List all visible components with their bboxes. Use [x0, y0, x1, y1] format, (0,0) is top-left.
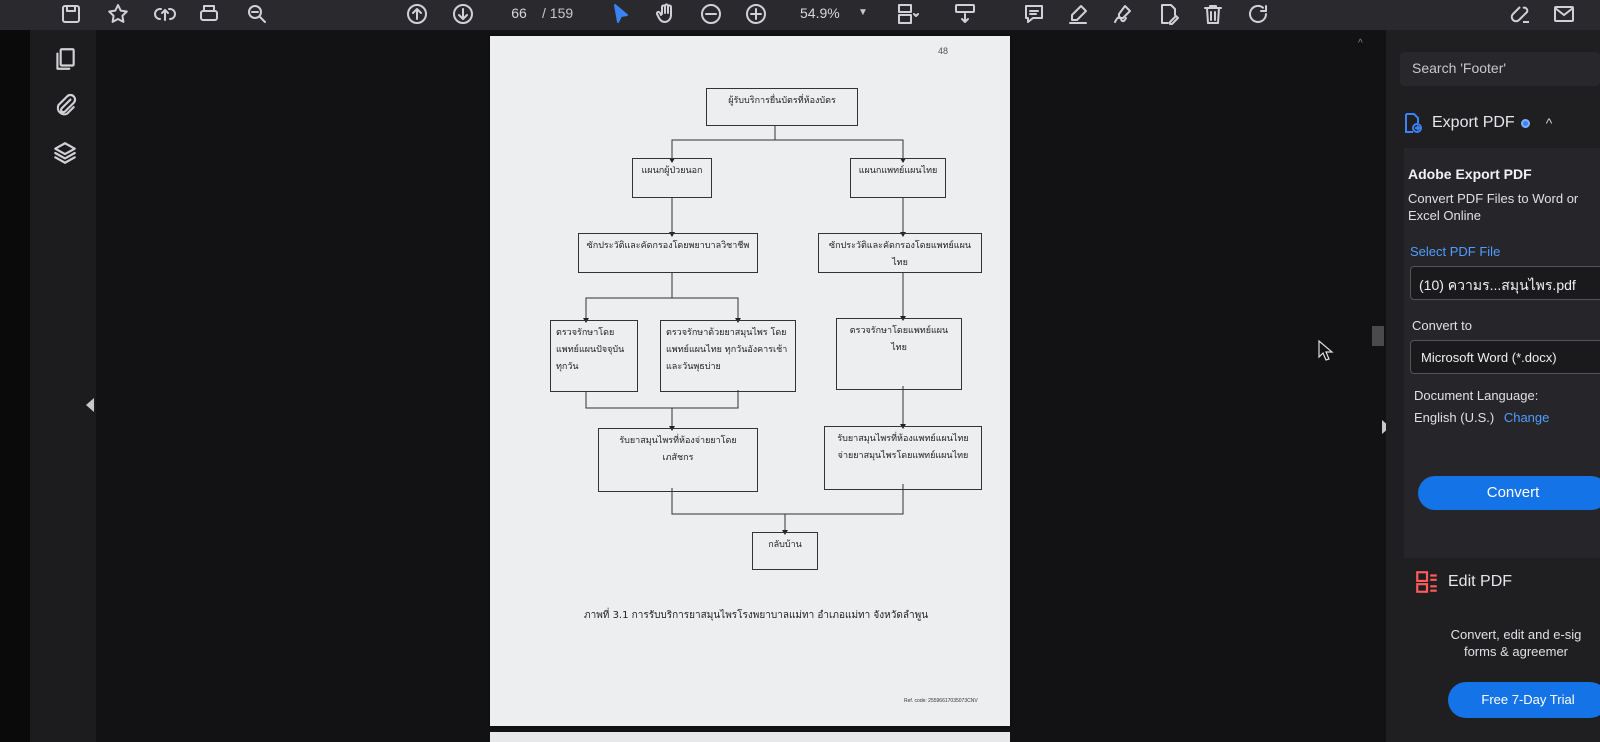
pdf-page: 48 [490, 36, 1010, 726]
collapse-chevron-icon[interactable]: ^ [1545, 115, 1553, 131]
next-pdf-page [490, 732, 1010, 742]
mail-icon[interactable] [1552, 2, 1578, 28]
zoom-in-icon[interactable] [741, 1, 771, 27]
document-language-label: Document Language: [1414, 388, 1539, 403]
flow-box-thai-dispense: รับยาสมุนไพรที่ห้องแพทย์แผนไทย จ่ายยาสมุ… [824, 426, 982, 490]
hand-icon[interactable] [651, 1, 681, 27]
flow-box-nurse-screening: ซักประวัติและคัดกรองโดยพยาบาลวิชาชีพ [578, 233, 758, 273]
selected-file-field[interactable]: (10) ความร...สมุนไพร.pdf [1410, 266, 1600, 300]
edit-pdf-header[interactable]: Edit PDF [1414, 568, 1512, 596]
edit-pdf-description: Convert, edit and e-sig forms & agreemer [1426, 626, 1600, 660]
print-icon[interactable] [194, 1, 224, 27]
export-pdf-card: Adobe Export PDF Convert PDF Files to Wo… [1404, 148, 1600, 558]
flow-box-registration: ผู้รับบริการยื่นบัตรที่ห้องบัตร [706, 88, 858, 126]
edit-desc-line-2: forms & agreemer [1463, 644, 1569, 659]
sign-icon[interactable] [1108, 1, 1138, 27]
attach-sign-icon[interactable] [1508, 2, 1534, 28]
figure-caption: ภาพที่ 3.1 การรับบริการยาสมุนไพรโรงพยาบา… [584, 610, 929, 621]
highlight-icon[interactable] [1063, 1, 1093, 27]
top-toolbar: 66 / 159 54.9% ▼ [0, 0, 1600, 30]
flow-box-pharmacy: รับยาสมุนไพรที่ห้องจ่ายยาโดยเภสัชกร [598, 428, 758, 492]
select-pdf-file-link[interactable]: Select PDF File [1410, 244, 1501, 259]
page-down-icon[interactable] [448, 1, 478, 27]
export-card-title: Adobe Export PDF [1408, 166, 1532, 182]
convert-to-label: Convert to [1412, 318, 1472, 333]
change-language-link[interactable]: Change [1503, 410, 1550, 425]
export-card-description: Convert PDF Files to Word or Excel Onlin… [1408, 191, 1579, 223]
edit-pdf-title: Edit PDF [1448, 573, 1513, 590]
save-icon[interactable] [56, 1, 86, 27]
page-up-icon[interactable] [402, 1, 432, 27]
export-pdf-title: Export PDF [1432, 114, 1515, 131]
scroll-mode-icon[interactable] [950, 1, 980, 27]
export-pdf-icon [1405, 113, 1422, 133]
share-icon[interactable] [150, 1, 180, 27]
left-panel-collapse-icon[interactable] [86, 398, 94, 412]
flow-box-go-home: กลับบ้าน [752, 532, 818, 570]
rotate-icon[interactable] [1243, 1, 1273, 27]
ref-code-footer: Ref. code: 25596617035073CNV [904, 698, 978, 704]
new-badge-icon [1520, 118, 1530, 128]
select-cursor-icon[interactable] [606, 1, 636, 27]
scroll-up-icon[interactable]: ^ [1358, 38, 1363, 49]
flow-box-thai-screening: ซักประวัติและคัดกรองโดยแพทย์แผนไทย [818, 233, 982, 273]
flow-box-herbal-exam: ตรวจรักษาด้วยยาสมุนไพร โดยแพทย์แผนไทย ทุ… [660, 320, 796, 392]
fit-page-icon[interactable] [892, 1, 922, 27]
zoom-search-icon[interactable] [242, 1, 272, 27]
page-number-label: 48 [938, 46, 949, 56]
format-select[interactable]: Microsoft Word (*.docx) [1410, 340, 1600, 374]
zoom-level-input[interactable]: 54.9% [800, 5, 840, 21]
tools-right-panel: Search 'Footer' Export PDF ^ Adobe Expor… [1386, 30, 1600, 742]
fill-sign-icon[interactable] [1153, 1, 1183, 27]
zoom-dropdown-icon[interactable]: ▼ [858, 7, 868, 18]
flow-box-outpatient: แผนกผู้ป่วยนอก [632, 158, 712, 198]
layers-icon[interactable] [52, 140, 80, 168]
star-icon[interactable] [103, 1, 133, 27]
comment-icon[interactable] [1019, 1, 1049, 27]
document-language-value: English (U.S.) Change [1414, 410, 1549, 425]
zoom-out-icon[interactable] [696, 1, 726, 27]
page-thumbnails-icon[interactable] [52, 46, 80, 74]
free-trial-button[interactable]: Free 7-Day Trial [1448, 682, 1600, 718]
screen-bezel [0, 0, 30, 742]
page-number-input[interactable]: 66 [511, 5, 527, 21]
vertical-scrollbar[interactable] [1372, 326, 1384, 346]
flow-box-thai-exam: ตรวจรักษาโดยแพทย์แผนไทย [836, 318, 962, 390]
convert-button[interactable]: Convert [1418, 476, 1600, 510]
delete-icon[interactable] [1198, 1, 1228, 27]
mouse-cursor-icon [1318, 340, 1334, 361]
flow-box-modern-exam: ตรวจรักษาโดยแพทย์แผนปัจจุบันทุกวัน [550, 320, 638, 392]
flowchart-connectors [583, 126, 906, 535]
export-pdf-header[interactable]: Export PDF ^ [1400, 108, 1552, 138]
left-navigation-rail [30, 30, 96, 742]
language-name: English (U.S.) [1414, 410, 1495, 425]
edit-desc-line-1: Convert, edit and e-sig [1450, 627, 1582, 642]
attachment-icon[interactable] [52, 92, 80, 120]
edit-pdf-icon [1416, 571, 1437, 593]
tools-search-input[interactable]: Search 'Footer' [1400, 52, 1600, 86]
flow-box-thai-medicine-dept: แผนกแพทย์แผนไทย [850, 158, 946, 198]
page-total-label: / 159 [542, 5, 574, 21]
document-viewport[interactable]: 48 [96, 30, 1390, 742]
